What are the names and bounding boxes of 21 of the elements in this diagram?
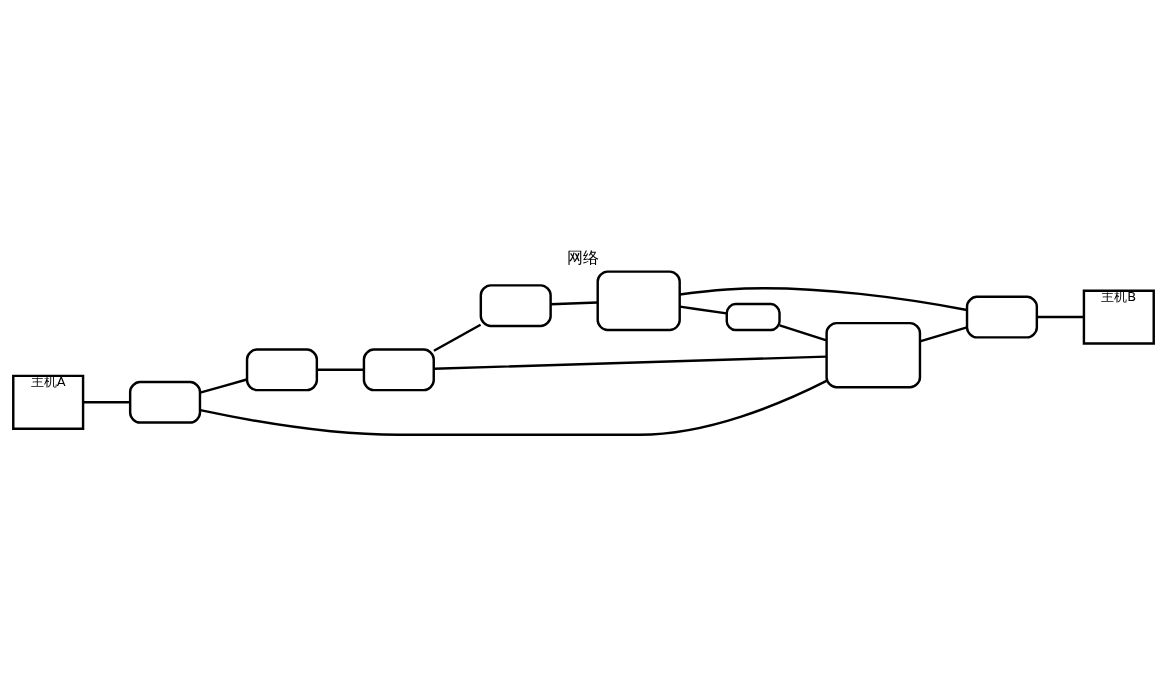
connector xyxy=(919,326,968,343)
connector xyxy=(199,378,248,394)
node-box xyxy=(965,295,1039,339)
connector xyxy=(1037,315,1084,319)
node-box xyxy=(725,302,781,332)
node-box xyxy=(596,270,681,332)
node-box xyxy=(825,321,922,389)
node-box xyxy=(128,380,202,424)
connector xyxy=(83,401,130,404)
connector xyxy=(550,301,598,306)
node-box xyxy=(479,284,552,328)
connector xyxy=(200,379,828,436)
node-box xyxy=(362,348,435,392)
connector xyxy=(679,305,727,315)
connector xyxy=(679,287,968,312)
connector xyxy=(317,368,364,372)
connector xyxy=(779,324,827,342)
connector xyxy=(433,323,482,352)
diagram-title: 网络 xyxy=(567,248,600,268)
connector xyxy=(434,355,827,370)
node-box xyxy=(245,348,319,392)
